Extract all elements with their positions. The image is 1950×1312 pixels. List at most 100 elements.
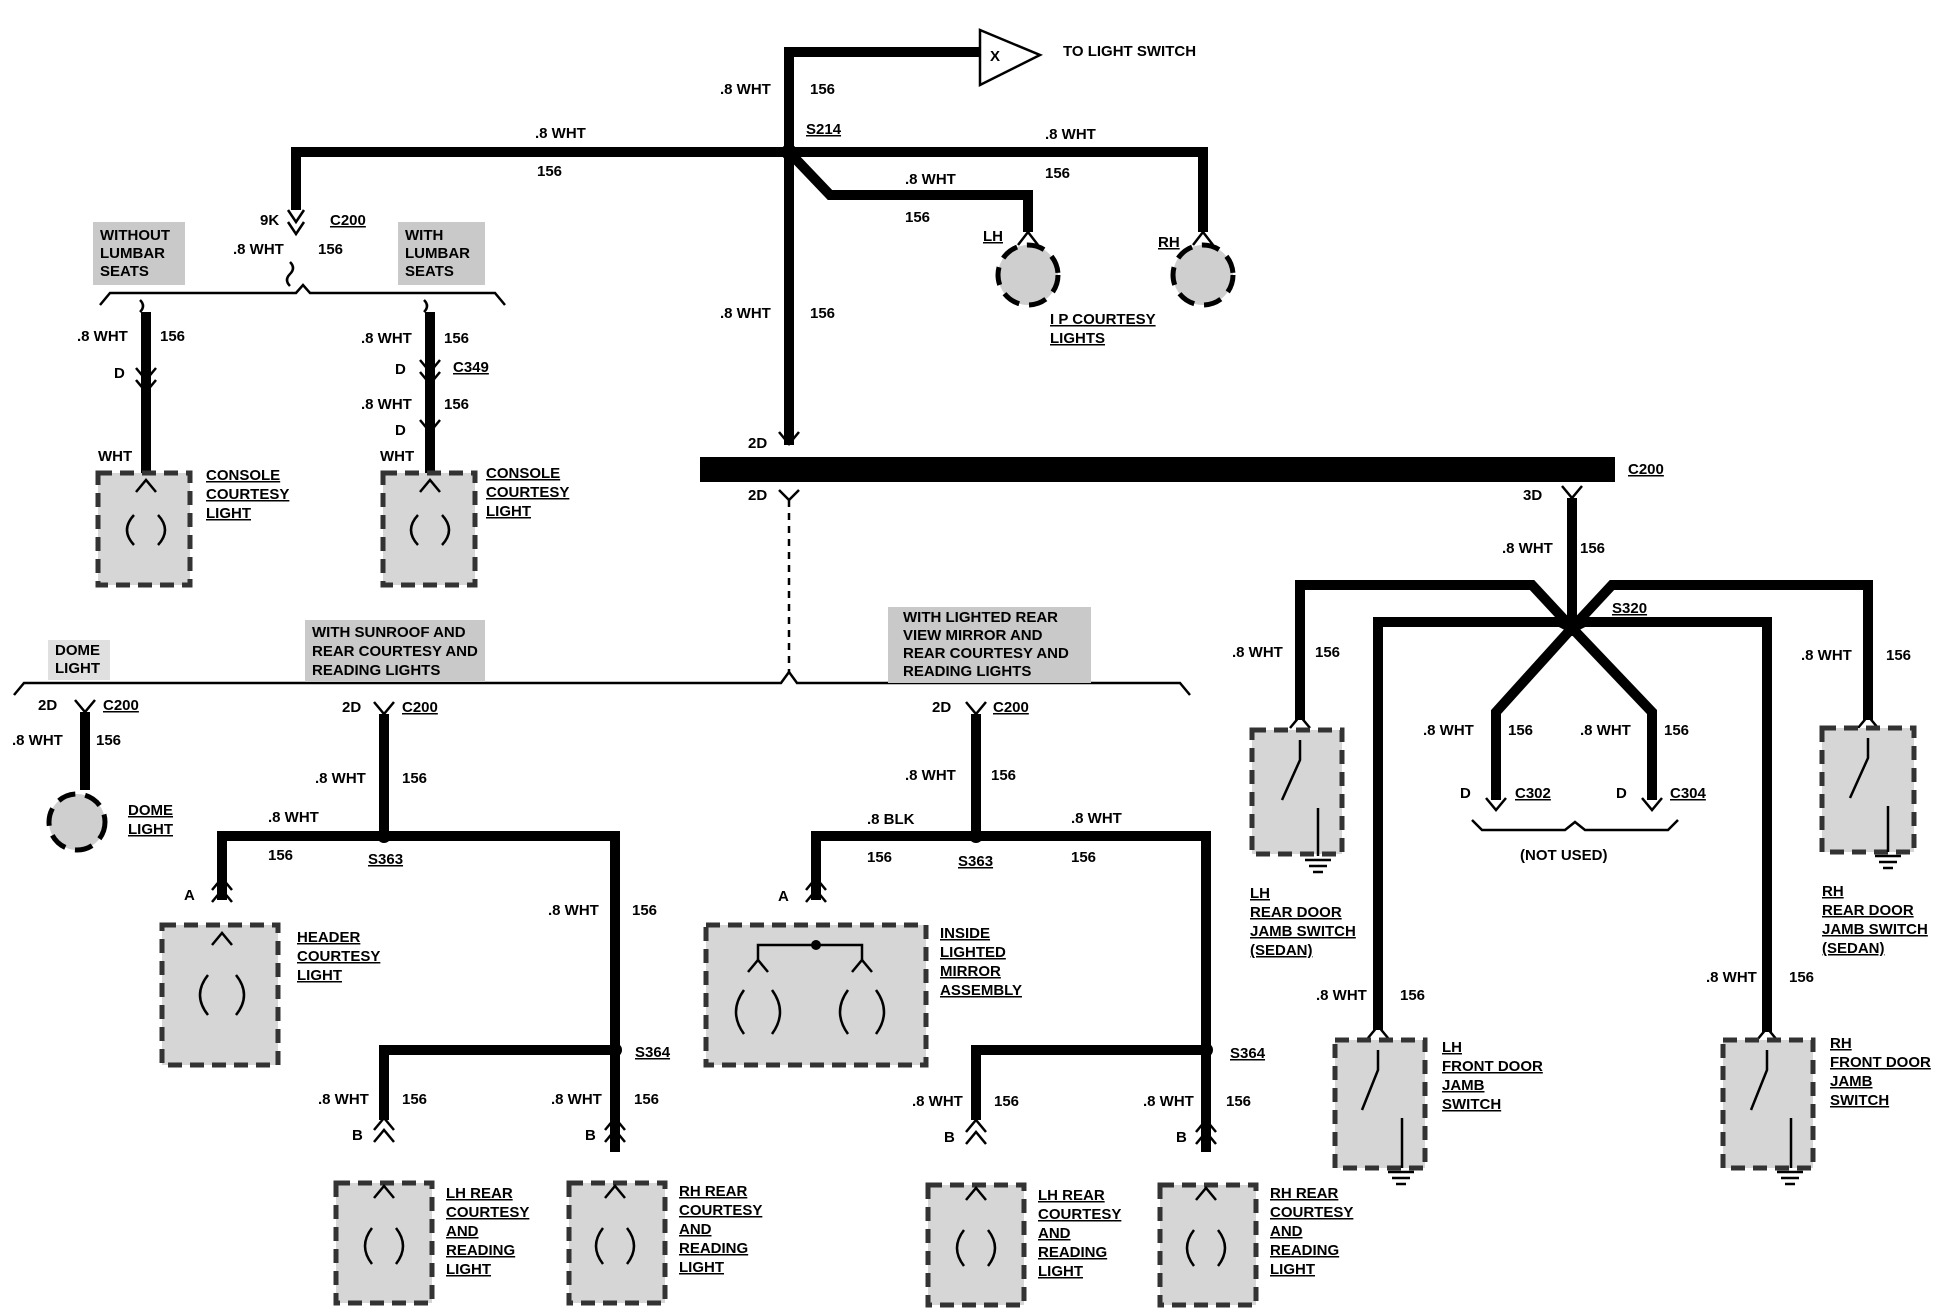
pin-connector xyxy=(373,1128,395,1143)
wire-gauge: .8 WHT xyxy=(548,902,599,919)
wire-circuit: 156 xyxy=(318,241,343,258)
lh-rear-label-5: LIGHT xyxy=(446,1261,491,1278)
wire-gauge: .8 WHT xyxy=(551,1091,602,1108)
console-label-1: CONSOLE xyxy=(486,465,560,482)
lamp-socket xyxy=(965,1186,987,1201)
splice-s214-label: S214 xyxy=(806,121,842,138)
dome-option-1: DOME xyxy=(55,642,100,659)
lamp-bulb xyxy=(198,974,246,1016)
with-lumbar-2: LUMBAR xyxy=(405,245,470,262)
lh-front-jamb-label-3: JAMB xyxy=(1442,1077,1485,1094)
rh-rear-courtesy-lamp xyxy=(566,1180,668,1306)
wire-gauge: .8 WHT xyxy=(1801,647,1852,664)
lh-front-jamb-label-4: SWITCH xyxy=(1442,1096,1501,1113)
dome-lamp xyxy=(46,791,108,853)
option-bracket xyxy=(13,669,1191,696)
console-label-3: LIGHT xyxy=(206,505,251,522)
wire-gauge: .8 WHT xyxy=(905,767,956,784)
without-lumbar-2: LUMBAR xyxy=(100,245,165,262)
not-used-label: (NOT USED) xyxy=(1520,847,1608,864)
wire-gauge: .8 WHT xyxy=(233,241,284,258)
lh-rear-label-1: LH REAR xyxy=(446,1185,513,1202)
pin-d-label: D xyxy=(395,422,406,439)
c302-connector xyxy=(1485,797,1507,812)
lh-rear-jamb-label-3: JAMB SWITCH xyxy=(1250,923,1356,940)
rh-rear-jamb-label-2: REAR DOOR xyxy=(1822,902,1914,919)
console-label-2: COURTESY xyxy=(486,484,569,501)
lamp-bulb xyxy=(734,989,782,1035)
c349-connector xyxy=(419,371,441,386)
wire-gauge: .8 WHT xyxy=(905,171,956,188)
s214-horizontal-wire xyxy=(291,147,1208,232)
lh-front-jamb-wire xyxy=(1373,617,1575,1030)
pin-connector xyxy=(135,379,157,394)
door-jamb-section: .8 WHT 156 S320 .8 WHT 156 .8 WHT 156 .8… xyxy=(1232,498,1931,1186)
feed-wire xyxy=(784,47,980,445)
conn-c200-label: C200 xyxy=(330,212,366,229)
pin-connector xyxy=(1857,714,1879,729)
splice-s363-label: S363 xyxy=(958,853,993,870)
wire-circuit: 156 xyxy=(1315,644,1340,661)
rh-front-jamb-label-4: SWITCH xyxy=(1830,1092,1889,1109)
dome-label-2: LIGHT xyxy=(128,821,173,838)
mirror-internal-splice xyxy=(811,940,821,950)
header-label-1: HEADER xyxy=(297,929,361,946)
pin-a-label: A xyxy=(184,887,195,904)
dome-option-box xyxy=(48,640,110,680)
splice-s363 xyxy=(377,829,391,843)
pin-connector xyxy=(1195,1118,1217,1133)
rh-rear-label-3: AND xyxy=(1270,1223,1303,1240)
rh-front-jamb-label-1: RH xyxy=(1830,1035,1852,1052)
mirror-label-2: LIGHTED xyxy=(940,944,1006,961)
wire-gauge: .8 WHT xyxy=(318,1091,369,1108)
console-section: 9K C200 .8 WHT 156 WITHOUT LUMBAR SEATS … xyxy=(77,209,569,588)
pin-b-label: B xyxy=(944,1129,955,1146)
rh-rear-jamb-wire xyxy=(1568,580,1873,720)
lamp-bulb xyxy=(363,1227,405,1265)
wire-gauge: .8 WHT xyxy=(361,396,412,413)
wire-circuit: 156 xyxy=(96,732,121,749)
lamp-socket xyxy=(747,958,769,973)
header-courtesy-lamp xyxy=(159,922,281,1068)
lamp-socket xyxy=(604,1184,626,1199)
c200-connector xyxy=(286,221,306,237)
splice-s363 xyxy=(969,829,983,843)
with-lumbar-box xyxy=(398,222,485,285)
dome-light-section: 2D C200 .8 WHT 156 DOME LIGHT xyxy=(12,697,173,853)
mirror-branch: 2D C200 .8 WHT 156 S363 .8 BLK 156 .8 WH… xyxy=(703,699,1353,1308)
lh-rear-jamb-label-4: (SEDAN) xyxy=(1250,942,1313,959)
switch-contact xyxy=(1848,738,1870,799)
console-lamp-left xyxy=(95,470,193,588)
wire-circuit: 156 xyxy=(994,1093,1019,1110)
rh-rear-label-5: LIGHT xyxy=(1270,1261,1315,1278)
switch-contact xyxy=(1280,740,1302,801)
sunroof-branch: 2D C200 .8 WHT 156 S363 .8 WHT 156 A HEA… xyxy=(159,699,762,1306)
lh-rear-label-5: LIGHT xyxy=(1038,1263,1083,1280)
mirror-s363-wire xyxy=(811,831,1211,1152)
lamp-socket xyxy=(419,478,441,493)
pin-2d-label: 2D xyxy=(342,699,361,716)
sunroof-option-1: WITH SUNROOF AND xyxy=(312,624,466,641)
switch-contact xyxy=(1360,1050,1380,1111)
console-label-3: LIGHT xyxy=(486,503,531,520)
ip-lh-connector xyxy=(1017,229,1039,246)
without-lumbar-1: WITHOUT xyxy=(100,227,170,244)
pin-connector xyxy=(805,888,827,903)
lamp-socket xyxy=(851,958,873,973)
wire-circuit: 156 xyxy=(991,767,1016,784)
c200-label: C200 xyxy=(1628,461,1664,478)
conn-c304-label: C304 xyxy=(1670,785,1707,802)
pin-connector xyxy=(965,1118,987,1133)
wire-gauge: .8 WHT xyxy=(12,732,63,749)
wire-gauge: .8 WHT xyxy=(912,1093,963,1110)
pin-connector xyxy=(1561,485,1583,500)
wire-circuit: 156 xyxy=(1580,540,1605,557)
mirror-label-4: ASSEMBLY xyxy=(940,982,1022,999)
rh-rear-courtesy-lamp xyxy=(1157,1182,1259,1308)
lh-front-jamb-label-2: FRONT DOOR xyxy=(1442,1058,1543,1075)
mirror-option-1: WITH LIGHTED REAR xyxy=(903,609,1058,626)
rh-rear-label-4: READING xyxy=(1270,1242,1339,1259)
ip-lh-label: LH xyxy=(983,228,1003,245)
top-section: X TO LIGHT SWITCH .8 WHT 156 S214 .8 WHT… xyxy=(291,28,1236,445)
pin-connector xyxy=(373,1116,395,1131)
